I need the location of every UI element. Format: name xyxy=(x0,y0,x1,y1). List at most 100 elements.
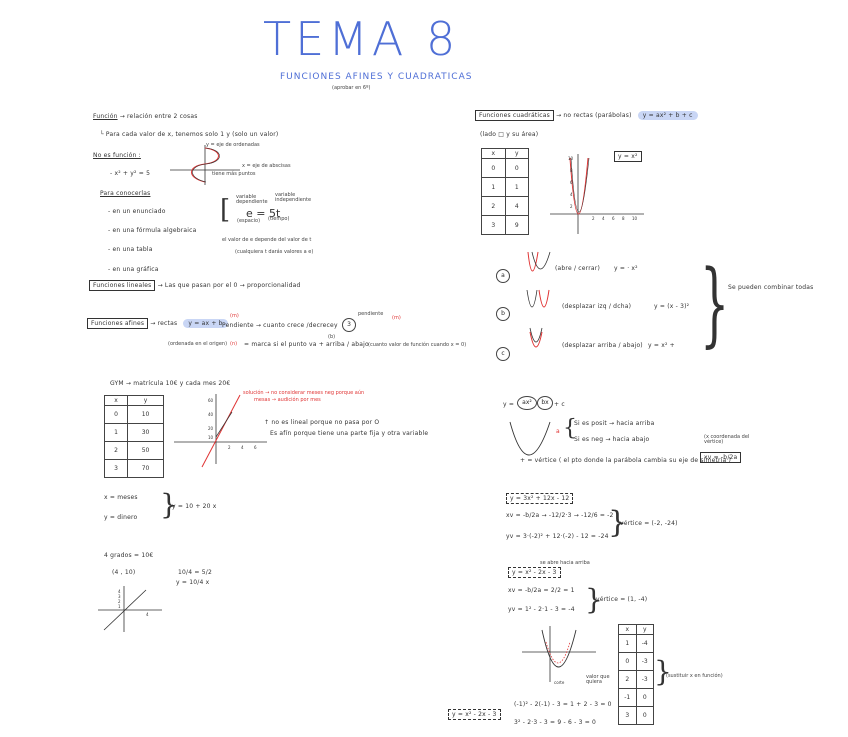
deg-f1: 10/4 = 5/2 xyxy=(178,569,212,576)
brace: { xyxy=(563,416,577,441)
afines-label: Funciones afines xyxy=(87,318,149,329)
deg-axis-label: 2 xyxy=(118,599,121,604)
cuad-xtick: 10 xyxy=(632,216,638,221)
no-fn-graph xyxy=(170,145,240,185)
brace: } xyxy=(160,488,178,521)
ex2-cell: 0 xyxy=(618,652,637,671)
ex2-cell: 3 xyxy=(618,706,637,725)
ex2-eq: y = x² - 2x - 3 xyxy=(508,567,561,578)
brace: } xyxy=(700,250,730,357)
gym-red2: mesas → audición por mes xyxy=(254,397,321,403)
ex2-head: x xyxy=(618,624,637,635)
ex2-cell: 1 xyxy=(618,634,637,653)
cuad-cell: 4 xyxy=(504,196,529,216)
slope-circle: 3 xyxy=(342,318,356,332)
cuad-cell: 2 xyxy=(481,196,506,216)
ex1-yv: yv = 3·(-2)² + 12·(-2) - 12 = -24 xyxy=(506,533,609,540)
afines-row: Funciones afines → rectas y = ax + b xyxy=(87,318,228,329)
type-c-row: c xyxy=(496,340,510,361)
sign-a: a xyxy=(556,428,560,435)
no-fn-label: No es función : xyxy=(93,152,141,159)
type-letter: a xyxy=(496,269,510,283)
deg-graph: 4 3 2 1 4 xyxy=(98,586,162,632)
afines-pend2: pendiente xyxy=(358,311,384,317)
gym-head: y xyxy=(127,395,164,406)
cuad-xtick: 8 xyxy=(622,216,625,221)
gym-cell: 3 xyxy=(103,459,129,478)
vertex-text: + = vértice ( el pto donde la parábola c… xyxy=(520,457,732,464)
cuad-cell: 9 xyxy=(504,215,529,235)
gym-graph: 60 40 20 10 2 4 6 xyxy=(174,394,267,468)
represent-label: Para conocerlas xyxy=(100,190,151,197)
deg-label: 4 grados = 10€ xyxy=(104,552,154,559)
sign-pos: Si es posit → hacia arriba xyxy=(574,420,655,427)
var-dep: variable dependiente xyxy=(236,194,268,205)
ex2-check1: (-1)² - 2(-1) - 3 = 1 + 2 - 3 = 0 xyxy=(514,701,612,708)
formula: e = 5t xyxy=(246,207,281,220)
type-b-row: b xyxy=(496,300,510,321)
type-desc: (desplazar izq / dcha) xyxy=(562,303,632,310)
ex2-note: se abre hacia arriba xyxy=(540,560,590,566)
gen-eq-prefix: y = xyxy=(503,401,515,408)
cuad-row: Funciones cuadráticas → no rectas (paráb… xyxy=(475,110,698,121)
gym-cell: 10 xyxy=(127,405,164,424)
cuad-xtick: 4 xyxy=(602,216,605,221)
cuad-cell: 0 xyxy=(481,158,506,178)
formula-t: (tiempo) xyxy=(268,216,290,222)
ex2-head: y xyxy=(635,624,654,635)
ex2-vertex: vértice = (1, -4) xyxy=(596,596,648,603)
cuad-graph: 10 8 6 4 2 2 4 6 8 10 xyxy=(550,154,644,234)
deg-axis-label: 4 xyxy=(146,612,149,617)
lineales-text: → Las que pasan por el 0 → proporcionali… xyxy=(157,282,301,289)
gym-eq: y = 10 + 20 x xyxy=(172,503,217,510)
cuad-xtick: 2 xyxy=(592,216,595,221)
page-title: TEMA 8 xyxy=(263,12,460,66)
gym-cell: 0 xyxy=(103,405,129,424)
brace: [ xyxy=(220,195,231,225)
gym-cell: 2 xyxy=(103,441,129,460)
ex2-cell: -4 xyxy=(635,634,654,653)
afines-b: (b) xyxy=(328,334,336,340)
type-b-graph xyxy=(526,289,550,308)
def-block: Función → relación entre 2 cosas xyxy=(93,113,198,120)
axis-x-note: x = eje de abscisas xyxy=(242,163,291,169)
ex1-eq: y = 3x² + 12x - 12 xyxy=(506,493,574,504)
rep-item: - en una gráfica xyxy=(108,266,159,273)
rep-item: - en una fórmula algebraica xyxy=(108,227,197,234)
gym-cell: 50 xyxy=(127,441,164,460)
afines-pend2-m: (m) xyxy=(392,315,401,321)
gym-red1: solución → no considerar meses neg porqu… xyxy=(243,390,365,396)
more-points-note: tiene más puntos xyxy=(212,171,256,177)
ex1-xv: xv = -b/2a → -12/2·3 → -12/6 = -2 xyxy=(506,512,614,519)
type-desc: (desplazar arriba / abajo) xyxy=(562,342,643,349)
brace: } xyxy=(585,583,603,616)
combine-text: Se pueden combinar todas xyxy=(728,284,814,291)
ex2-cell: 0 xyxy=(635,688,654,707)
deg-axis-label: 3 xyxy=(118,594,121,599)
gen-c: + c xyxy=(554,401,565,408)
gym-ytick: 60 xyxy=(208,398,214,403)
type-eq: y = · x² xyxy=(614,265,638,272)
lineales-label: Funciones lineales xyxy=(89,280,156,291)
formula-note1: el valor de e depende del valor de t xyxy=(222,237,312,243)
gen-parabola xyxy=(509,421,551,456)
vertex-note: (x coordenada del vértice) xyxy=(704,434,750,445)
ex2-xv: xv = -b/2a = 2/2 = 1 xyxy=(508,587,575,594)
gym-note2: Es afín porque tiene una parte fija y ot… xyxy=(270,430,429,437)
type-eq: y = x² + xyxy=(648,342,675,349)
gym-xtick: 6 xyxy=(254,445,257,450)
ex2-cell: -3 xyxy=(635,670,654,689)
axis-y-note: y = eje de ordenadas xyxy=(206,142,260,148)
cuad-head: x xyxy=(481,148,506,159)
type-eq: y = (x - 3)² xyxy=(654,303,690,310)
ex2-cell: 0 xyxy=(635,706,654,725)
gym-head: x xyxy=(103,395,129,406)
sign-neg: Si es neg → hacia abajo xyxy=(574,436,650,443)
ex2-yv: yv = 1² - 2·1 - 3 = -4 xyxy=(508,606,575,613)
brace: } xyxy=(654,655,672,688)
afines-marca: = marca si el punto va + arriba / abajo xyxy=(244,341,369,348)
cuad-cell: 1 xyxy=(481,177,506,197)
lineales-row: Funciones lineales → Las que pasan por e… xyxy=(89,280,301,291)
